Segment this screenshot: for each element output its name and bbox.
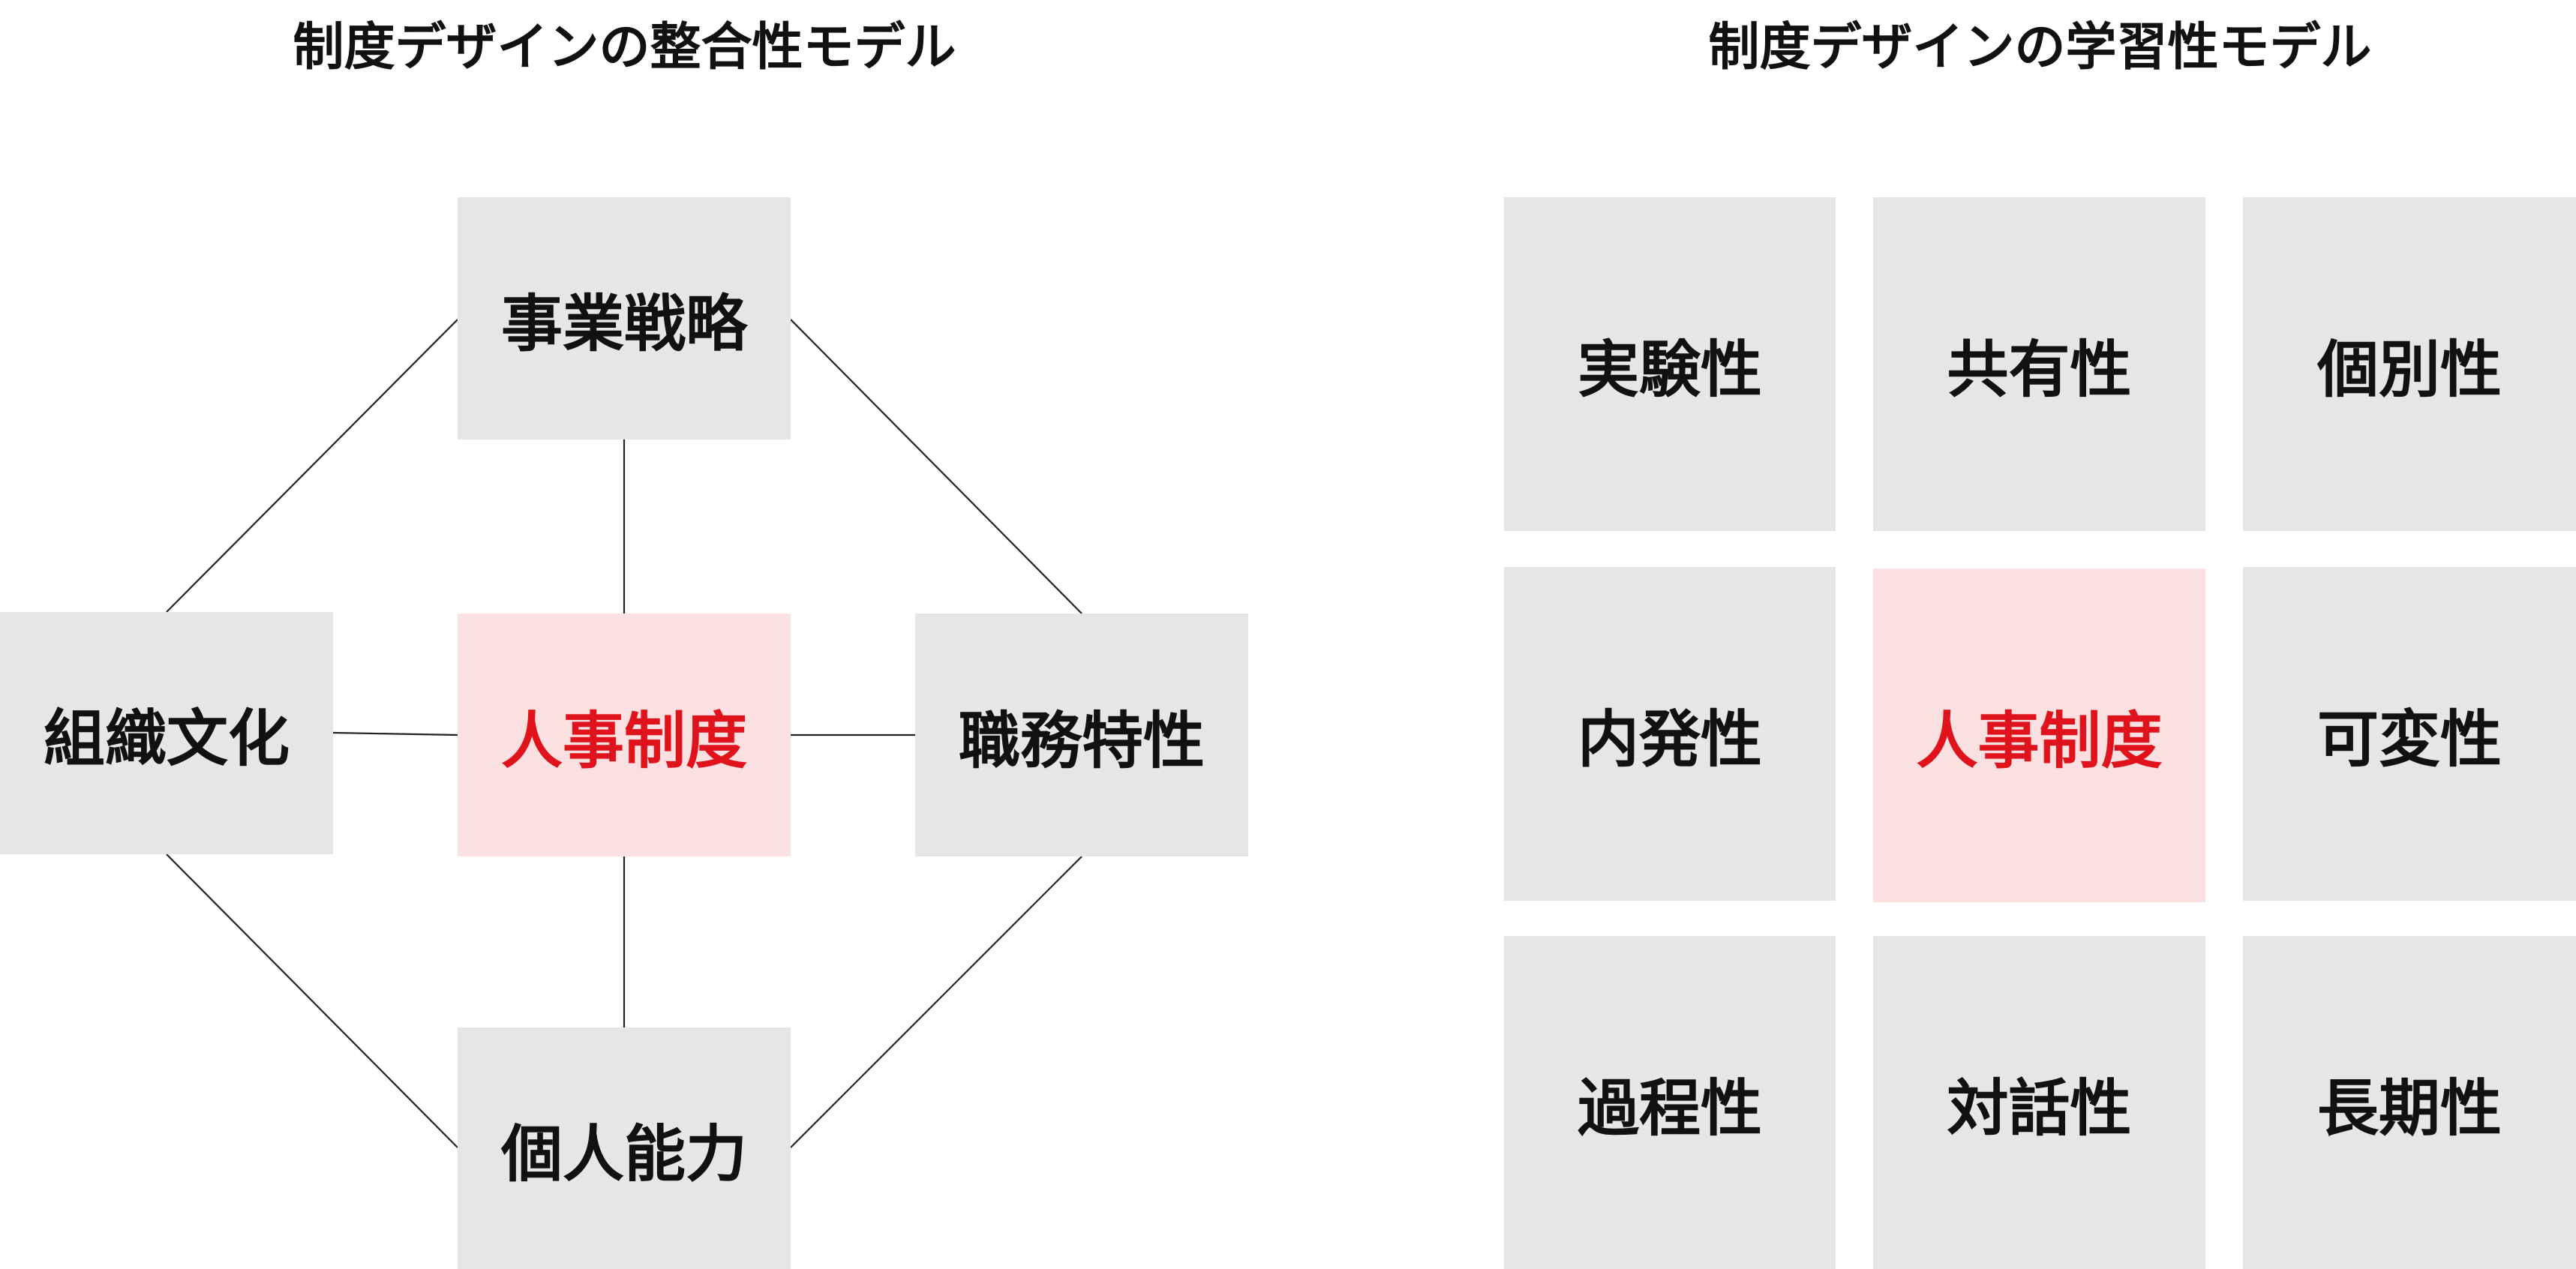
grid-cell-process: 過程性 [1504, 936, 1836, 1269]
box-business-strategy: 事業戦略 [458, 197, 791, 440]
grid-cell-label: 人事制度 [1916, 706, 2163, 777]
grid-cell-shared: 共有性 [1873, 197, 2205, 531]
box-hr-system-center: 人事制度 [458, 614, 791, 856]
grid-cell-label: 対話性 [1947, 1072, 2132, 1144]
box-business-strategy-label: 事業戦略 [500, 289, 747, 360]
grid-cell-intrinsic: 内発性 [1504, 567, 1836, 901]
grid-cell-long-term: 長期性 [2243, 936, 2576, 1269]
box-individual-ability-label: 個人能力 [500, 1118, 747, 1190]
alignment-model-connectors [166, 319, 1082, 1148]
grid-cell-label: 個別性 [2316, 334, 2502, 406]
connector-left-center [332, 731, 458, 736]
box-job-characteristics-label: 職務特性 [958, 705, 1205, 777]
grid-cell-label: 可変性 [2316, 704, 2502, 776]
grid-cell-dialogue: 対話性 [1873, 936, 2205, 1269]
learning-model-title: 制度デザインの学習性モデル [1708, 18, 2372, 77]
grid-cell-variable: 可変性 [2243, 567, 2576, 901]
box-organizational-culture: 組織文化 [0, 612, 333, 854]
grid-cell-label: 実験性 [1577, 334, 1762, 406]
box-organizational-culture-label: 組織文化 [43, 704, 290, 775]
grid-cell-label: 内発性 [1577, 704, 1762, 776]
grid-cell-individual: 個別性 [2243, 197, 2576, 531]
grid-cell-experimental: 実験性 [1504, 197, 1836, 531]
alignment-model-title: 制度デザインの整合性モデル [293, 18, 956, 77]
box-job-characteristics: 職務特性 [915, 614, 1248, 856]
connector-top-left [166, 319, 458, 613]
box-hr-system-center-label: 人事制度 [500, 705, 747, 777]
grid-cell-label: 長期性 [2316, 1072, 2502, 1144]
connector-left-bottom [166, 854, 458, 1148]
connector-top-right [790, 319, 1082, 614]
box-individual-ability: 個人能力 [458, 1028, 791, 1269]
grid-cell-label: 過程性 [1577, 1072, 1762, 1144]
grid-cell-hr-system-center: 人事制度 [1873, 568, 2205, 902]
connector-right-bottom [790, 856, 1082, 1148]
grid-cell-label: 共有性 [1947, 334, 2132, 406]
